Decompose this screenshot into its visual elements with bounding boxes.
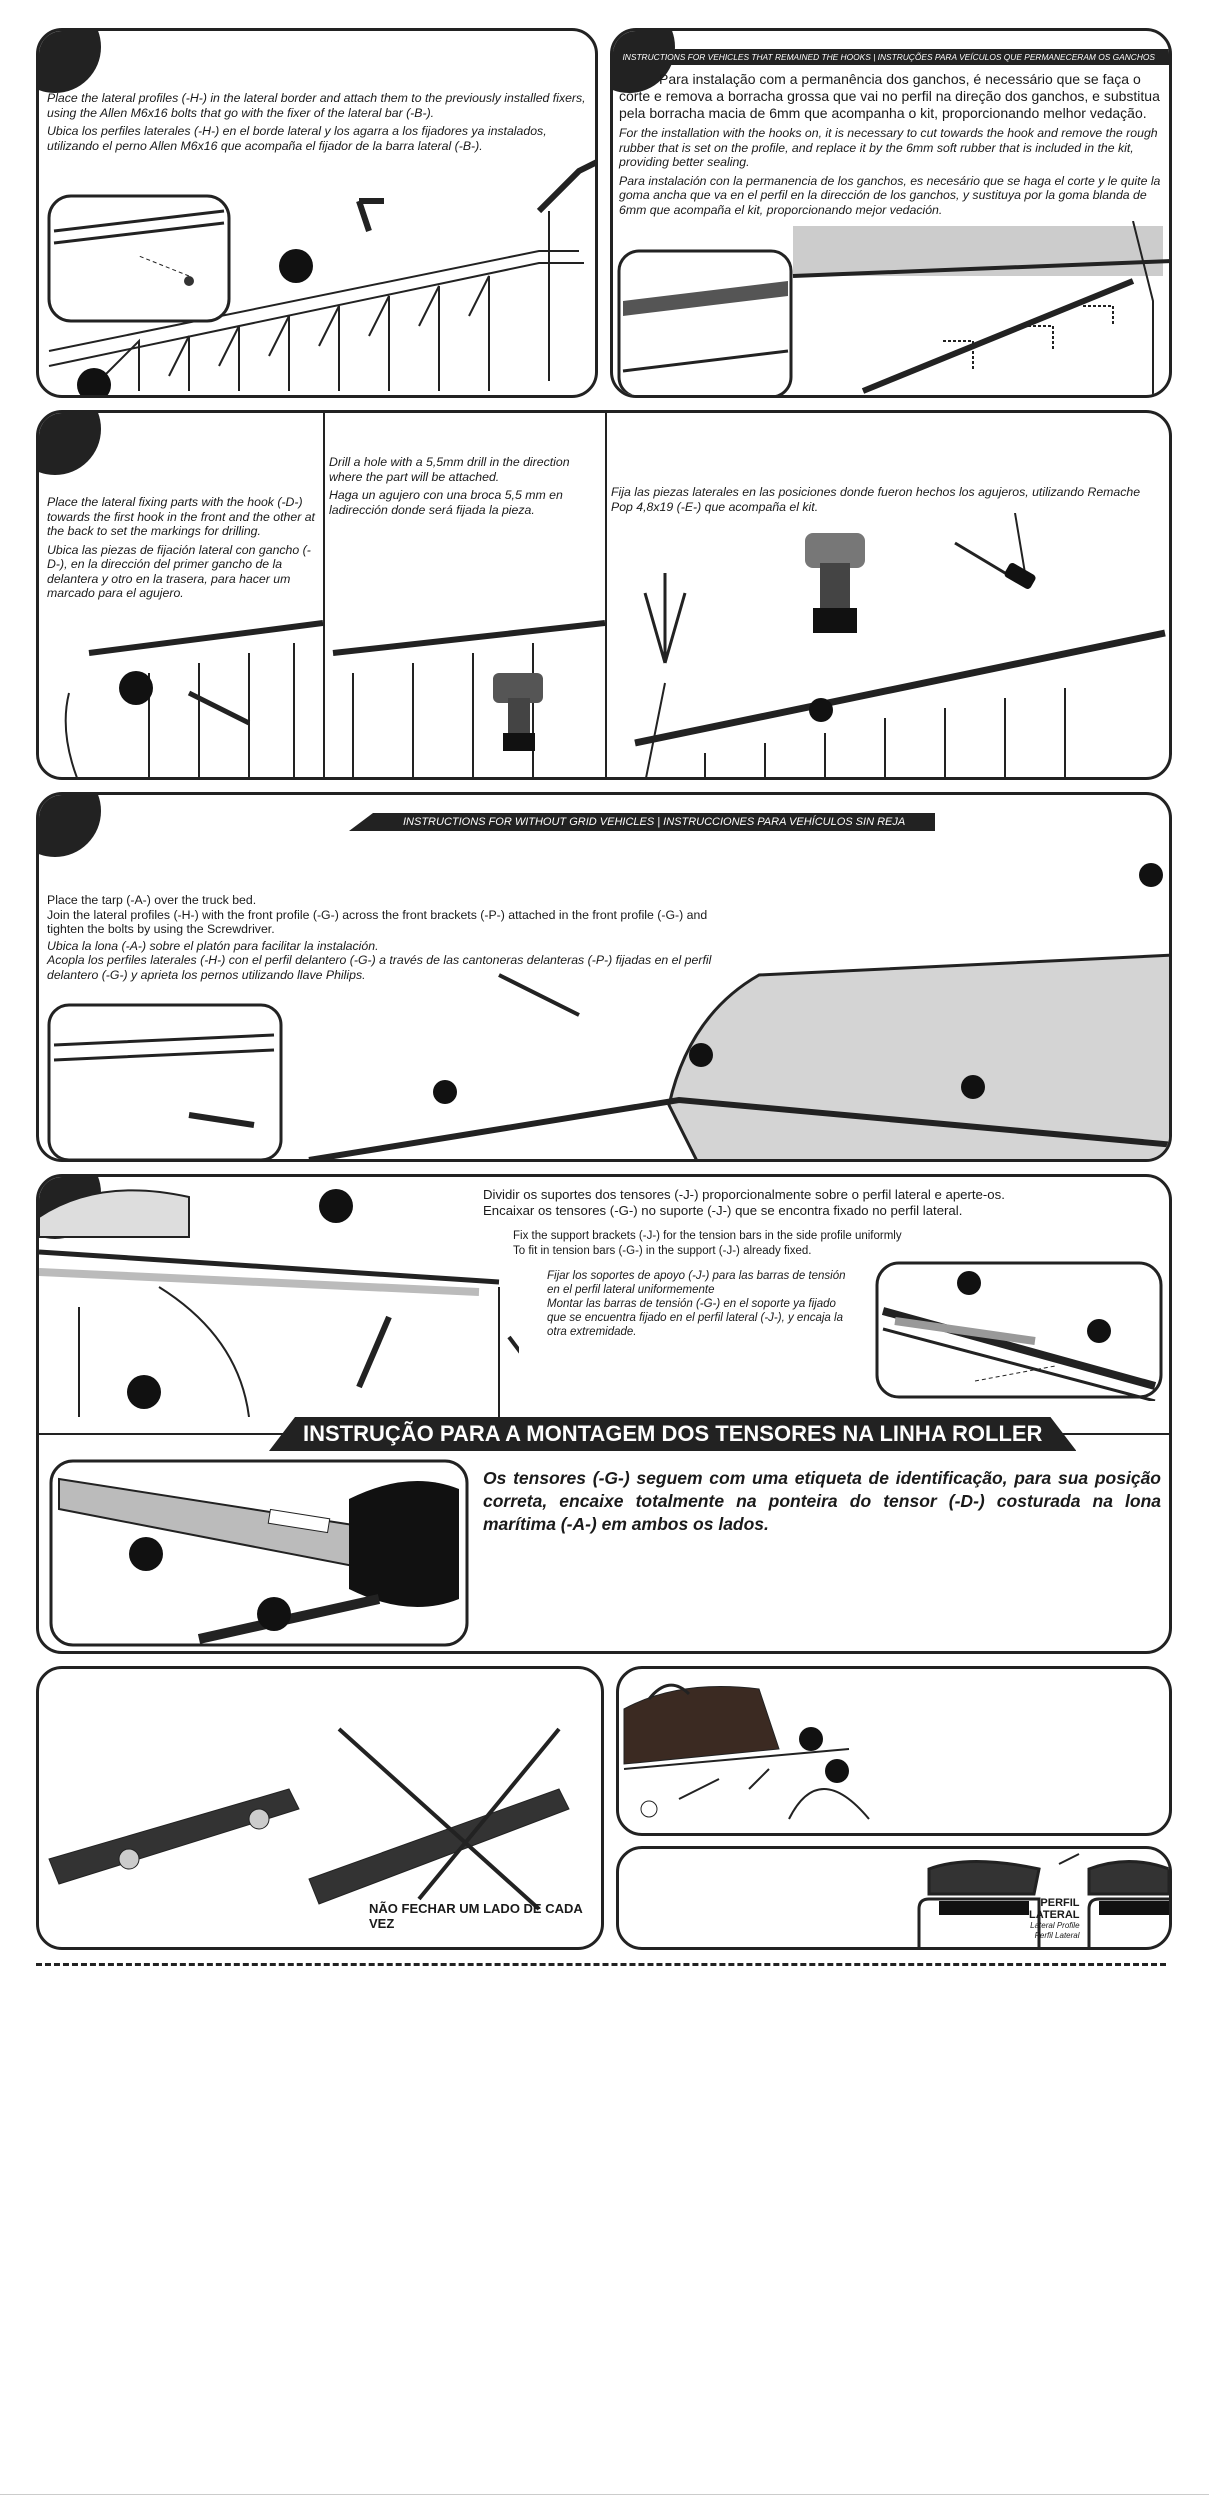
instruction-pt-2: Encaixar os tensores (-G-) no suporte (-… — [483, 1203, 963, 1218]
lateral-profile-illustration — [47, 159, 595, 391]
step-c-text: Fija las piezas laterales en las posicio… — [611, 485, 1151, 518]
step-text-block: Place the tarp (-A-) over the truck bed.… — [47, 893, 747, 986]
instruction-es-1: Fijar los soportes de apoyo (-J-) para l… — [547, 1270, 846, 1296]
column-divider — [605, 413, 607, 777]
tarp-over-bed-illustration — [47, 953, 1169, 1159]
step-panel-lateral-profile-section: PERFIL LATERAL Lateral Profile Perfil La… — [616, 1846, 1172, 1950]
tension-text-pt: Dividir os suportes dos tensores (-J-) p… — [483, 1187, 1123, 1219]
column-divider — [323, 413, 325, 777]
instruction-en: For the installation with the hooks on, … — [619, 126, 1158, 169]
callout-marker-11 — [957, 1271, 981, 1295]
callout-marker-13 — [129, 1537, 163, 1571]
tension-bar-illustration — [39, 1189, 519, 1417]
rivet-tool-illustration — [634, 513, 1166, 777]
bracket-detail-illustration — [875, 1261, 1163, 1401]
warning-label: NÃO FECHAR UM LADO DE CADA VEZ — [369, 1901, 583, 1931]
roller-instruction-text: Os tensores (-G-) seguem com uma etiquet… — [483, 1468, 1161, 1534]
step-panel-tarp-installation: INSTRUCTIONS FOR WITHOUT GRID VEHICLES |… — [36, 792, 1172, 1162]
panel-corner-mark — [39, 31, 101, 93]
step-panel-tension-bars: Dividir os suportes dos tensores (-J-) p… — [36, 1174, 1172, 1654]
instruction-es: Ubica las piezas de fijación lateral con… — [47, 542, 311, 601]
tarp-fold-illustration — [623, 1683, 870, 1820]
callout-marker-10 — [127, 1375, 161, 1409]
callout-marker-9 — [319, 1189, 353, 1223]
drill-illustration — [332, 620, 605, 777]
panel-corner-mark — [39, 413, 101, 475]
profile-label-line-2: LATERAL — [1029, 1909, 1080, 1921]
instruction-pt-1: Dividir os suportes dos tensores (-J-) p… — [483, 1187, 1005, 1202]
instruction-en: Drill a hole with a 5,5mm drill in the d… — [329, 455, 570, 484]
callout-marker-7 — [689, 1043, 713, 1067]
callout-marker-4 — [809, 698, 833, 722]
profile-label-line-1: PERFIL — [1040, 1897, 1080, 1909]
callout-marker-5 — [1139, 863, 1163, 887]
profile-label-group: PERFIL LATERAL Lateral Profile Perfil La… — [1029, 1897, 1080, 1941]
instruction-en: Place the lateral profiles (-H-) in the … — [47, 91, 586, 120]
callout-marker-1 — [279, 249, 313, 283]
step-text-block: Place the lateral profiles (-H-) in the … — [47, 91, 592, 157]
step-b-text: Drill a hole with a 5,5mm drill in the d… — [329, 455, 599, 521]
step-panel-tarp-fold — [616, 1666, 1172, 1836]
instruction-es: Para instalación con la permanencia de l… — [619, 173, 1161, 217]
instruction-es-1: Ubica la lona (-A-) sobre el platón para… — [47, 938, 379, 953]
profile-label-line-4: Perfil Lateral — [1034, 1931, 1080, 1940]
panel-corner-mark — [39, 795, 101, 857]
instruction-es-2: Montar las barras de tensión (-G-) en el… — [547, 1298, 843, 1338]
instruction-en-2: Join the lateral profiles (-H-) with the… — [47, 907, 708, 937]
callout-marker-16 — [825, 1759, 849, 1783]
instruction-es-2: Acopla los perfiles laterales (-H-) con … — [47, 953, 712, 982]
instruction-en: Place the lateral fixing parts with the … — [47, 495, 315, 538]
callout-marker-14 — [257, 1597, 291, 1631]
section-title-bar: INSTRUCTIONS FOR VEHICLES THAT REMAINED … — [613, 49, 1169, 65]
instruction-es: Ubica los perfiles laterales (-H-) en el… — [47, 124, 547, 153]
section-title-bar: INSTRUCTIONS FOR WITHOUT GRID VEHICLES |… — [349, 813, 936, 831]
instruction-pt: Para instalação com a permanência dos ga… — [619, 71, 1160, 121]
instruction-es: Haga un agujero con una broca 5,5 mm en … — [329, 488, 563, 517]
instruction-en-1: Fix the support brackets (-J-) for the t… — [513, 1230, 902, 1242]
instruction-en-2: To fit in tension bars (-G-) in the supp… — [513, 1245, 812, 1257]
step-text-block: Para instalação com a permanência dos ga… — [619, 71, 1169, 221]
step-a-text: Place the lateral fixing parts with the … — [47, 495, 317, 605]
callout-marker-6 — [433, 1080, 457, 1104]
callout-marker-8 — [961, 1075, 985, 1099]
callout-marker-2 — [77, 368, 111, 395]
step-panel-hooks-vehicles: INSTRUCTIONS FOR VEHICLES THAT REMAINED … — [610, 28, 1172, 398]
fixing-hook-illustration — [64, 620, 323, 777]
tension-text-en: Fix the support brackets (-J-) for the t… — [513, 1229, 1073, 1259]
instruction-es: Fija las piezas laterales en las posicio… — [611, 485, 1141, 514]
profile-label-line-3: Lateral Profile — [1030, 1921, 1080, 1930]
step-panel-lateral-profiles: Place the lateral profiles (-H-) in the … — [36, 28, 598, 398]
instruction-en-1: Place the tarp (-A-) over the truck bed. — [47, 893, 257, 907]
tension-text-es: Fijar los soportes de apoyo (-J-) para l… — [547, 1269, 857, 1339]
step-panel-closing-warning: NÃO FECHAR UM LADO DE CADA VEZ — [36, 1666, 604, 1950]
roller-section-title: INSTRUÇÃO PARA A MONTAGEM DOS TENSORES N… — [269, 1417, 1076, 1451]
callout-marker-3 — [119, 671, 153, 705]
callout-marker-15 — [799, 1727, 823, 1751]
cut-line-divider — [36, 1963, 1166, 1966]
hooks-profile-illustration — [617, 221, 1169, 395]
step-panel-fixing-parts: Place the lateral fixing parts with the … — [36, 410, 1172, 780]
profile-cross-section-illustration — [917, 1853, 1169, 1947]
callout-marker-12 — [1087, 1319, 1111, 1343]
closing-sequence-illustration — [48, 1727, 570, 1911]
